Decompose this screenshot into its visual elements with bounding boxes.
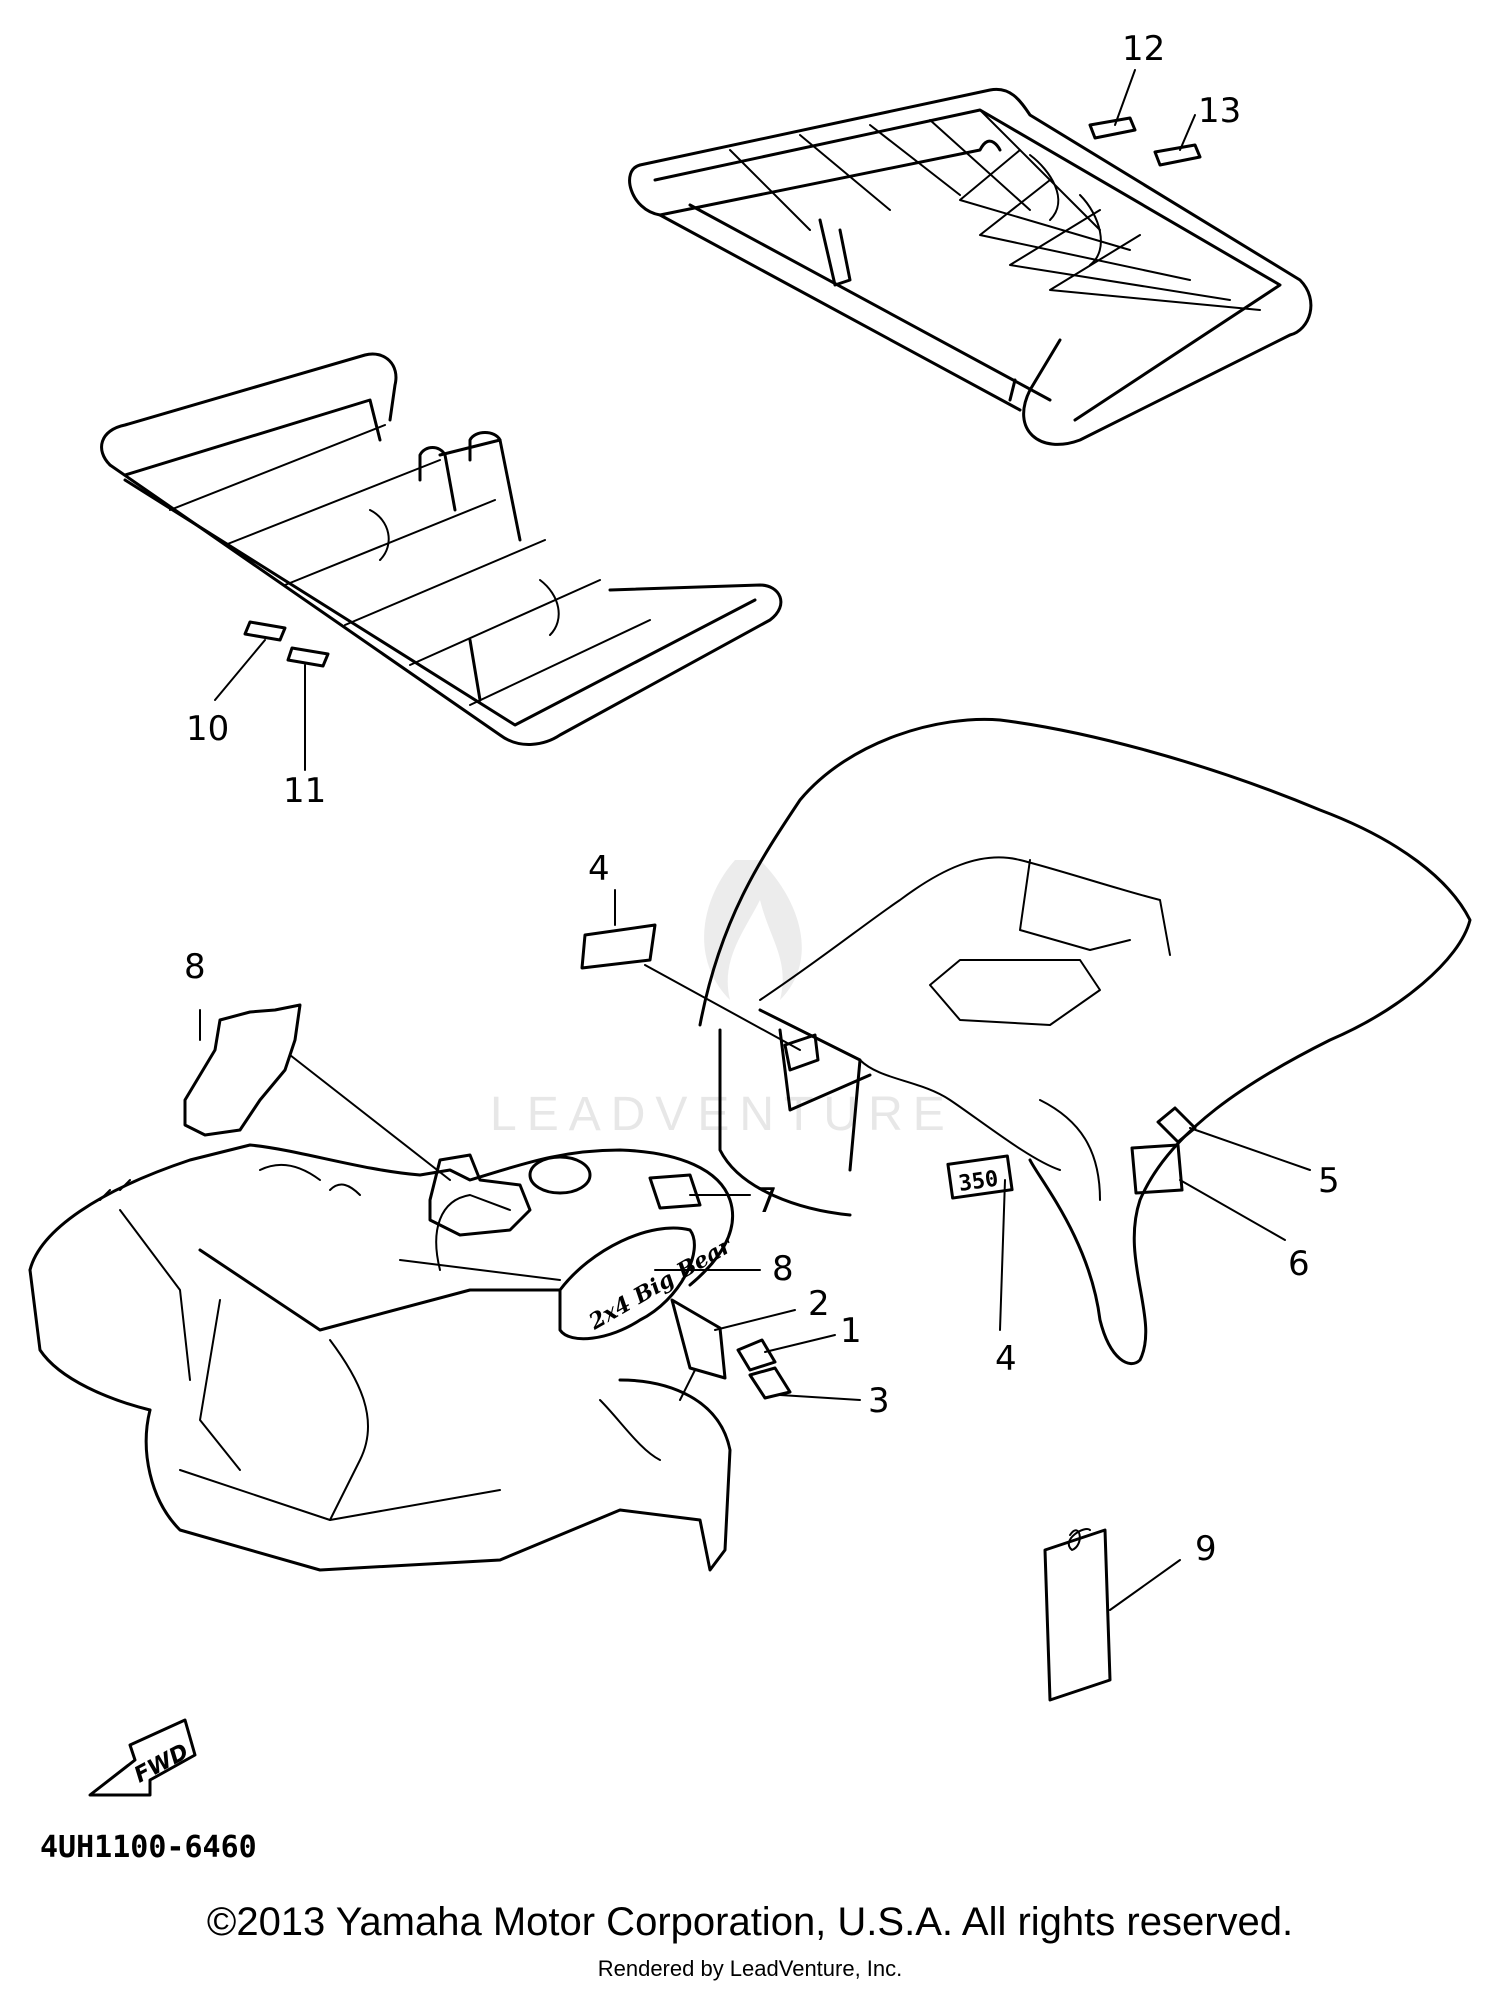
callout-12: 12 <box>1122 29 1165 69</box>
callout-numbers: 12 13 10 11 4 8 5 6 4 7 8 2 1 3 9 <box>184 29 1340 1569</box>
decal-7-shape <box>648 1173 702 1210</box>
decal-11-shape <box>286 646 330 668</box>
decal-6-shape <box>1130 1143 1184 1195</box>
decal-350-shape <box>946 1154 1014 1200</box>
callout-8-lower: 8 <box>772 1249 794 1289</box>
decal-13-shape <box>1153 143 1202 167</box>
callout-2: 2 <box>808 1284 830 1324</box>
watermark-text: LEADVENTURE <box>490 1088 955 1141</box>
decal-9-shape <box>1043 1528 1112 1702</box>
callout-5: 5 <box>1318 1161 1340 1201</box>
decal-12-shape <box>1088 116 1137 140</box>
fwd-label: FWD <box>130 1739 193 1788</box>
callout-4-lower: 4 <box>995 1339 1017 1379</box>
callout-3: 3 <box>868 1381 890 1421</box>
callout-10: 10 <box>186 709 229 749</box>
rear-fender <box>698 717 1472 1366</box>
decals: 350 <box>183 116 1202 1702</box>
decal-10-shape <box>243 620 287 642</box>
front-carrier <box>100 352 783 746</box>
callout-11: 11 <box>283 771 326 811</box>
rear-carrier <box>628 87 1313 446</box>
callout-6: 6 <box>1288 1244 1310 1284</box>
decal-1-shape <box>736 1338 777 1372</box>
leader-lines <box>199 69 1311 1611</box>
decal-4-upper-shape <box>580 923 657 970</box>
callout-8-upper: 8 <box>184 947 206 987</box>
copyright-notice: ©2013 Yamaha Motor Corporation, U.S.A. A… <box>206 1900 1294 1944</box>
decal-2-shape <box>670 1298 727 1380</box>
fwd-arrow: FWD <box>88 1718 197 1797</box>
decal-8-shape <box>183 1003 302 1137</box>
callout-4-upper: 4 <box>588 849 610 889</box>
watermark: LEADVENTURE <box>490 860 955 1141</box>
rendered-by-credit: Rendered by LeadVenture, Inc. <box>597 1956 903 1981</box>
callout-7: 7 <box>756 1181 778 1221</box>
callout-9: 9 <box>1195 1529 1217 1569</box>
callout-13: 13 <box>1198 91 1241 131</box>
decal-350-text: 350 <box>957 1167 1000 1197</box>
front-fender <box>28 1143 735 1572</box>
decal-5-shape <box>1156 1106 1197 1144</box>
decal-3-shape <box>748 1366 792 1400</box>
part-code: 4UH1100-6460 <box>40 1830 257 1865</box>
callout-1: 1 <box>840 1311 862 1351</box>
